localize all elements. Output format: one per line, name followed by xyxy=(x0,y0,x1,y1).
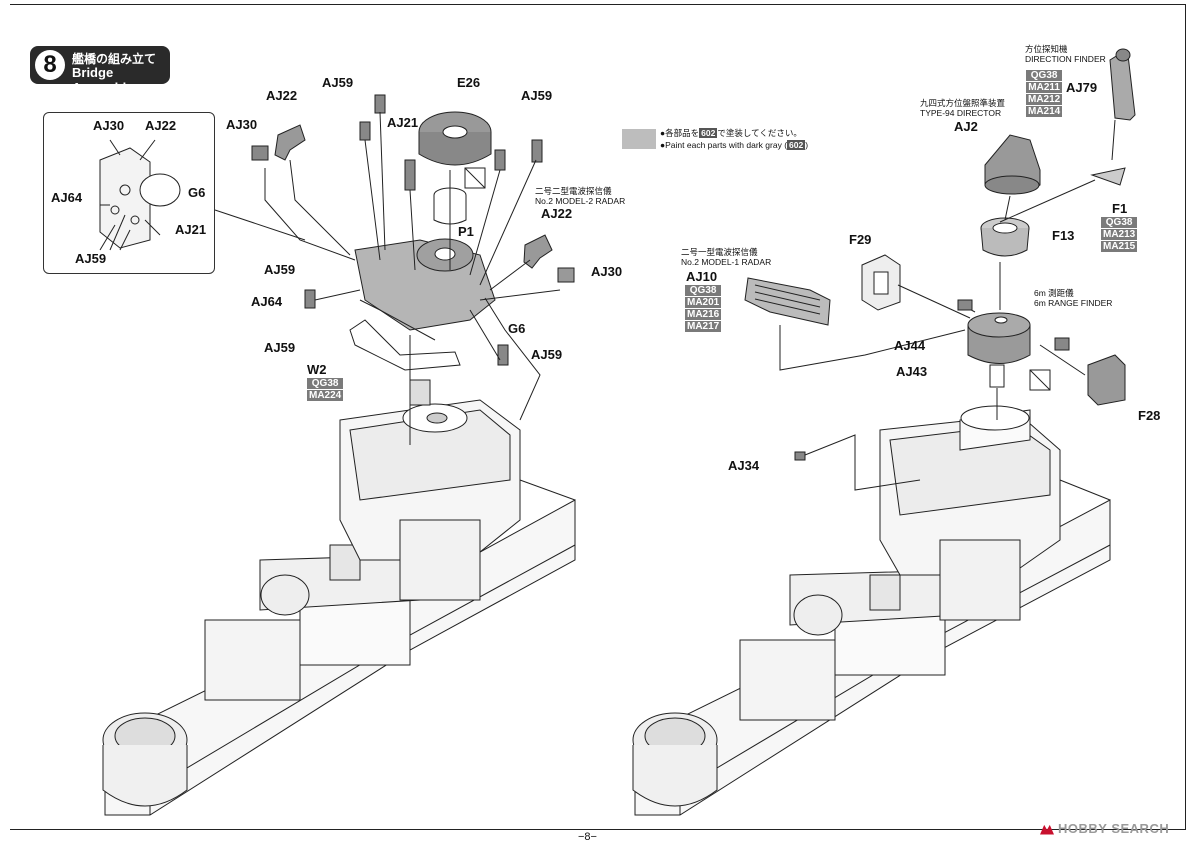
code-badge: MA211 xyxy=(1026,82,1063,93)
label-w2: W2 xyxy=(307,362,327,377)
inset-label-aj30: AJ30 xyxy=(93,118,125,133)
label-aj2: AJ2 xyxy=(954,119,978,134)
step-title-jp: 艦橋の組み立て xyxy=(72,52,157,66)
aj79-antenna xyxy=(1109,54,1136,121)
f28-box xyxy=(1087,354,1126,406)
w2-rail xyxy=(349,319,461,371)
label-aj30-top: AJ30 xyxy=(226,117,258,132)
page-number: −8− xyxy=(578,831,597,843)
radar2-jp: 二号二型電波探信儀 xyxy=(535,186,612,196)
paint-note-line1-suffix: で塗装してください。 xyxy=(717,128,802,138)
watermark: HOBBY SEARCH xyxy=(1040,821,1169,836)
label-aj44: AJ44 xyxy=(894,338,926,353)
type94-en: TYPE-94 DIRECTOR xyxy=(920,108,1002,118)
rangefinder-en: 6m RANGE FINDER xyxy=(1034,298,1113,308)
label-aj22-right: AJ22 xyxy=(541,206,573,221)
code-badge: MA214 xyxy=(1026,106,1063,117)
paint-swatch xyxy=(622,129,656,149)
radar1-jp: 二号一型電波探信儀 xyxy=(681,247,758,257)
label-aj59-right: AJ59 xyxy=(531,347,563,362)
label-aj21: AJ21 xyxy=(387,115,419,130)
code-badge: QG38 xyxy=(1101,217,1138,228)
paint-note-line2-prefix: ●Paint each parts with dark gray ( xyxy=(660,140,788,150)
paint-note-line2-suffix: ) xyxy=(805,140,809,150)
label-aj10: AJ10 xyxy=(686,269,718,284)
label-f13: F13 xyxy=(1052,228,1075,243)
inset-label-aj59: AJ59 xyxy=(75,251,107,266)
aj22-right-part xyxy=(523,234,553,269)
label-aj30-right: AJ30 xyxy=(591,264,623,279)
w2-codes: QG38 MA224 xyxy=(307,378,344,401)
inset-label-aj64: AJ64 xyxy=(51,190,83,205)
code-badge: MA212 xyxy=(1026,94,1063,105)
label-f28: F28 xyxy=(1138,408,1161,423)
direction-finder-en: DIRECTION FINDER xyxy=(1025,54,1106,64)
type94-jp: 九四式方位盤照準装置 xyxy=(920,98,1006,108)
label-aj59-left: AJ59 xyxy=(264,262,296,277)
radar2-en: No.2 MODEL-2 RADAR xyxy=(535,196,626,206)
label-p1: P1 xyxy=(458,224,474,239)
label-aj79: AJ79 xyxy=(1066,80,1098,95)
f1-codes: QG38 MA213 MA215 xyxy=(1101,217,1138,252)
inset-label-g6: G6 xyxy=(188,185,206,200)
label-aj64: AJ64 xyxy=(251,294,283,309)
code-badge: MA201 xyxy=(685,297,722,308)
inset-detail xyxy=(43,112,215,274)
inset-label-aj21: AJ21 xyxy=(175,222,207,237)
label-aj43: AJ43 xyxy=(896,364,928,379)
code-badge: QG38 xyxy=(1026,70,1063,81)
paint-code-chip: 602 xyxy=(699,128,718,138)
aj30-right-part xyxy=(557,267,575,283)
paint-note-line1-prefix: ●各部品を xyxy=(660,128,700,138)
label-f29: F29 xyxy=(849,232,872,247)
aj10-radar xyxy=(744,277,831,326)
code-badge: MA224 xyxy=(307,390,344,401)
step-title-en: Bridge Assembly xyxy=(72,65,134,95)
label-f1: F1 xyxy=(1112,201,1128,216)
step-badge: 8 艦橋の組み立て Bridge Assembly xyxy=(30,46,170,95)
label-g6: G6 xyxy=(508,321,526,336)
label-aj34: AJ34 xyxy=(728,458,760,473)
code-badge: MA215 xyxy=(1101,241,1138,252)
direction-finder-jp: 方位探知機 xyxy=(1025,44,1068,54)
aj22-part xyxy=(274,124,306,161)
label-aj59-top2: AJ59 xyxy=(521,88,553,103)
label-aj22-top: AJ22 xyxy=(266,88,298,103)
code-badge: QG38 xyxy=(307,378,344,389)
aj30-part xyxy=(251,145,269,161)
watermark-text: HOBBY SEARCH xyxy=(1058,821,1170,836)
aj79-codes: QG38 MA211 MA212 MA214 xyxy=(1026,70,1063,117)
code-badge: MA217 xyxy=(685,321,722,332)
radar1-en: No.2 MODEL-1 RADAR xyxy=(681,257,772,267)
label-aj59-top: AJ59 xyxy=(322,75,354,90)
paint-code-chip-2: 602 xyxy=(787,140,806,150)
watermark-logo-icon xyxy=(1040,824,1054,835)
rangefinder-jp: 6m 測距儀 xyxy=(1034,288,1074,298)
step-number: 8 xyxy=(35,50,65,80)
code-badge: QG38 xyxy=(685,285,722,296)
label-aj59-bottom: AJ59 xyxy=(264,340,296,355)
code-badge: MA213 xyxy=(1101,229,1138,240)
aj10-codes: QG38 MA201 MA216 MA217 xyxy=(685,285,722,332)
label-e26: E26 xyxy=(457,75,481,90)
f1-part xyxy=(1090,167,1126,186)
page-border xyxy=(10,4,1186,830)
left-superstructure-low xyxy=(204,619,301,701)
inset-label-aj22: AJ22 xyxy=(145,118,177,133)
code-badge: MA216 xyxy=(685,309,722,320)
